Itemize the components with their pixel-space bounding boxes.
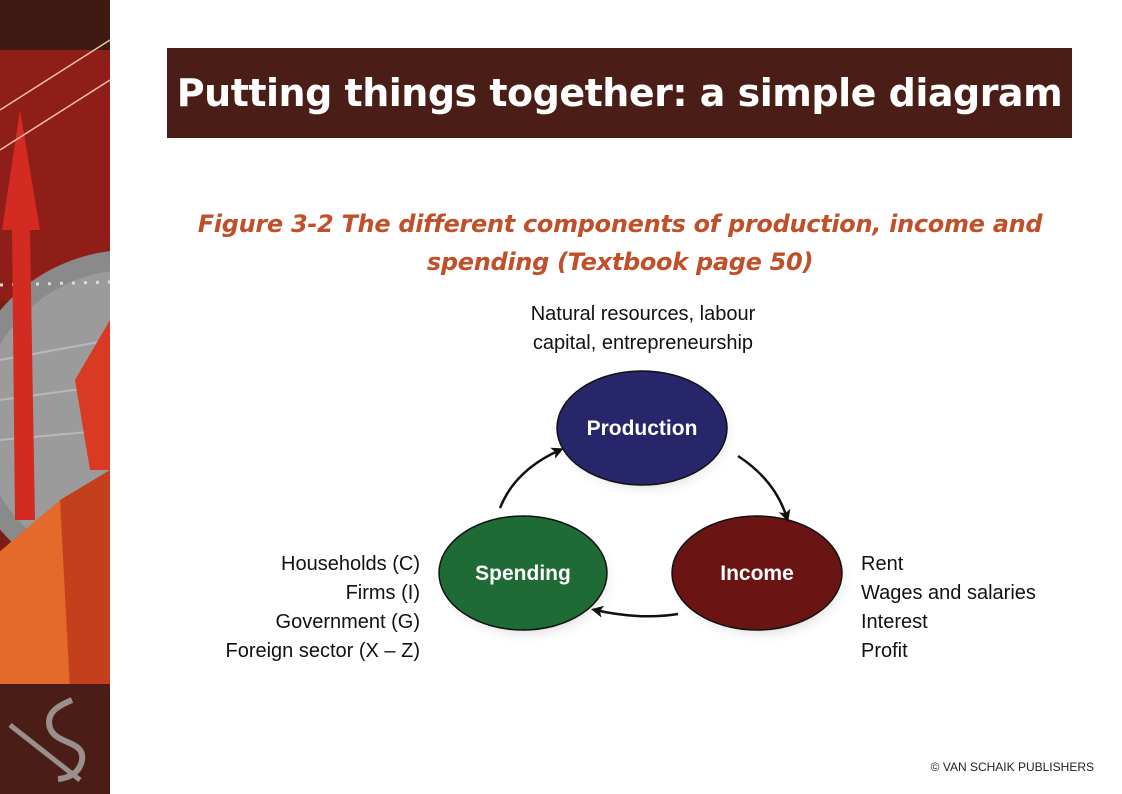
title-bar: Putting things together: a simple diagra… [167,48,1072,138]
arrow-income-to-spending [591,605,679,618]
decorative-side-strip [0,0,110,794]
spending-item-foreign-sector: Foreign sector (X – Z) [225,640,420,662]
production-node [556,370,728,486]
arrow-production-to-income [737,454,791,522]
copyright-notice: © VAN SCHAIK PUBLISHERS [930,760,1094,774]
spending-item: Foreign sector (X – Z) [225,640,420,662]
inputs-text-line-2: capital, entrepreneurship [533,332,753,354]
figure-caption: Figure 3-2 The different components of p… [180,205,1060,281]
circular-flow-diagram: Natural resources, labour capital, entre… [170,290,1090,685]
spending-item-firms: Firms (I) [346,582,420,604]
slide-title: Putting things together: a simple diagra… [176,71,1063,115]
income-item-interest: Interest [861,611,928,633]
income-item-rent: Rent [861,553,904,575]
caption-line-2: spending (Textbook page 50) [426,248,814,276]
income-label: Income [720,562,794,585]
spending-item: Government (G) [276,611,420,633]
spending-components-list: Households (C) Firms (I) Government (G) … [225,553,420,662]
income-item-profit: Profit [861,640,908,662]
spending-label: Spending [475,562,571,585]
arrow-spending-to-production [498,447,564,509]
caption-line-1: Figure 3-2 The different components of p… [197,210,1043,238]
production-label: Production [587,417,698,440]
spending-item-government: Government (G) [276,611,420,633]
income-components-list: Rent Wages and salaries Interest Profit [861,553,1036,662]
income-item-wages: Wages and salaries [861,582,1036,604]
spending-item: Firms (I) [346,582,420,604]
spending-item-households: Households (C) [281,553,420,575]
inputs-text-line-1: Natural resources, labour [531,303,756,325]
spending-item: Households (C) [281,553,420,575]
spending-node [438,515,608,631]
income-node [671,515,843,631]
